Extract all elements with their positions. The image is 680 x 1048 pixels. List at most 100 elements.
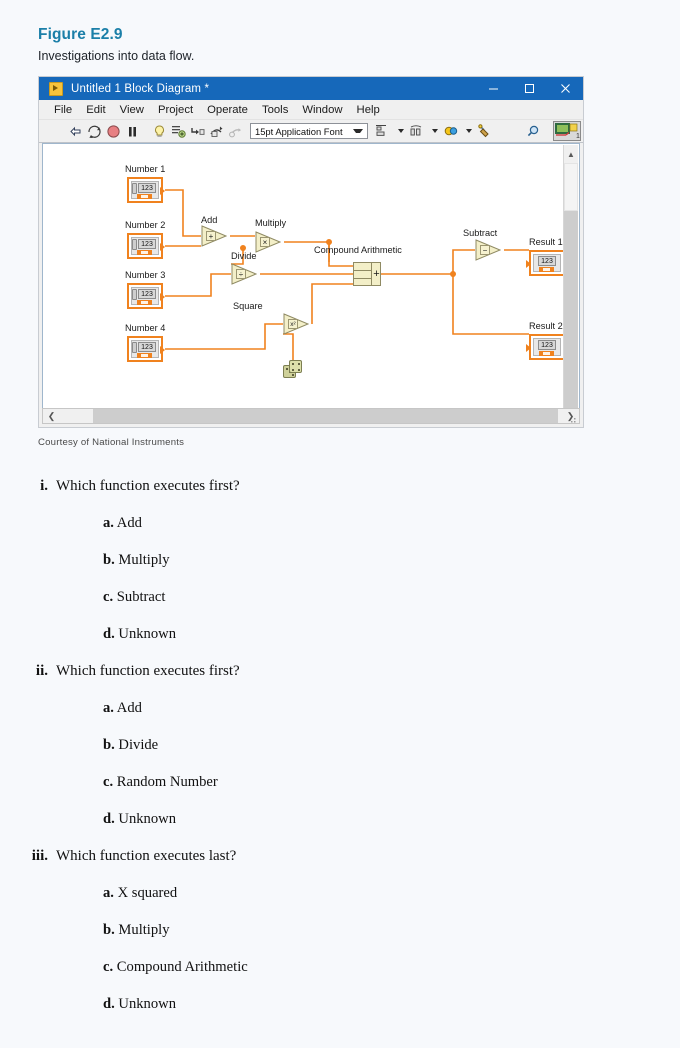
menu-item-edit[interactable]: Edit (86, 103, 106, 116)
align-objects-icon[interactable] (375, 123, 392, 140)
menu-item-operate[interactable]: Operate (207, 103, 248, 116)
option-item[interactable]: d. Unknown (0, 996, 680, 1013)
option-letter: d. (103, 626, 115, 642)
option-item[interactable]: c. Subtract (0, 589, 680, 606)
vertical-scroll-thumb[interactable] (564, 163, 578, 211)
indicator-label-result-1: Result 1 (529, 237, 563, 247)
block-diagram-canvas[interactable]: Number 1 123 Number 2 123 (42, 143, 580, 411)
scroll-up-icon[interactable]: ▲ (567, 149, 575, 159)
function-node-square[interactable]: x² (283, 313, 309, 335)
option-item[interactable]: d. Unknown (0, 626, 680, 643)
option-text: Random Number (116, 774, 218, 790)
option-item[interactable]: b. Multiply (0, 552, 680, 569)
vertical-scroll-track[interactable] (564, 211, 578, 409)
option-item[interactable]: d. Unknown (0, 811, 680, 828)
function-node-add[interactable]: + (201, 225, 227, 247)
menu-item-file[interactable]: File (54, 103, 73, 116)
numeric-control-number-2[interactable]: 123 (127, 233, 165, 259)
close-icon[interactable] (547, 77, 583, 100)
option-item[interactable]: b. Divide (0, 737, 680, 754)
numeric-value: 123 (138, 239, 156, 249)
run-continuously-icon[interactable] (86, 123, 103, 140)
chevron-down-icon[interactable] (432, 129, 438, 133)
option-text: Add (116, 700, 142, 716)
function-op-symbol: + (373, 268, 380, 280)
step-into-icon[interactable] (189, 123, 206, 140)
function-op-symbol: x² (288, 319, 298, 329)
numeric-indicator-result-2[interactable]: 123 (526, 334, 565, 360)
pause-icon[interactable] (124, 123, 141, 140)
option-item[interactable]: a. Add (0, 515, 680, 532)
distribute-objects-icon[interactable] (409, 123, 426, 140)
function-node-multiply[interactable]: × (255, 231, 281, 253)
option-text: Unknown (118, 996, 176, 1012)
menu-item-window[interactable]: Window (302, 103, 343, 116)
step-out-icon[interactable] (227, 123, 244, 140)
window-controls (475, 77, 583, 100)
chevron-down-icon[interactable] (466, 129, 472, 133)
function-node-subtract[interactable]: − (475, 239, 501, 261)
menu-bar: File Edit View Project Operate Tools Win… (39, 100, 583, 120)
option-item[interactable]: a. Add (0, 700, 680, 717)
option-text: Unknown (118, 811, 176, 827)
option-letter: b. (103, 552, 115, 568)
chevron-down-icon[interactable] (398, 129, 404, 133)
option-item[interactable]: c. Compound Arithmetic (0, 959, 680, 976)
function-label-square: Square (233, 301, 263, 311)
numeric-value: 123 (138, 342, 156, 352)
run-arrow-icon[interactable] (67, 123, 84, 140)
question-text: Which function executes first? (56, 663, 240, 679)
wire-layer (165, 189, 529, 370)
horizontal-scroll-thumb[interactable] (93, 409, 558, 423)
retain-wire-values-icon[interactable] (170, 123, 187, 140)
vi-icon-thumbnail[interactable]: 1 (553, 121, 581, 141)
resize-grip-icon[interactable] (567, 411, 577, 423)
font-selector[interactable]: 15pt Application Font (250, 123, 368, 139)
question-text: Which function executes first? (56, 478, 240, 494)
function-op-symbol: − (480, 245, 490, 255)
minimize-icon[interactable] (475, 77, 511, 100)
menu-item-help[interactable]: Help (356, 103, 380, 116)
menu-item-tools[interactable]: Tools (261, 103, 289, 116)
maximize-icon[interactable] (511, 77, 547, 100)
vertical-scrollbar[interactable]: ▲ (563, 145, 578, 409)
numeric-control-number-3[interactable]: 123 (127, 283, 165, 309)
random-number-dice-icon[interactable] (283, 360, 303, 380)
option-item[interactable]: a. X squared (0, 885, 680, 902)
scroll-left-icon[interactable]: ❮ (47, 410, 56, 421)
option-text: Compound Arithmetic (116, 959, 248, 975)
control-label-number-3: Number 3 (125, 270, 166, 280)
scroll-right-icon[interactable]: ❯ (566, 410, 575, 421)
resize-objects-icon[interactable] (443, 123, 460, 140)
function-node-divide[interactable]: ÷ (231, 263, 257, 285)
highlight-execution-icon[interactable] (151, 123, 168, 140)
option-text: Subtract (116, 589, 166, 605)
option-item[interactable]: b. Multiply (0, 922, 680, 939)
option-item[interactable]: c. Random Number (0, 774, 680, 791)
question-heading: i. Which function executes first? (0, 478, 680, 495)
menu-item-project[interactable]: Project (157, 103, 194, 116)
question-text: Which function executes last? (56, 848, 237, 864)
function-label-compound-arithmetic: Compound Arithmetic (314, 245, 402, 255)
numeric-control-number-1[interactable]: 123 (127, 177, 165, 203)
question-number: iii. (31, 848, 48, 864)
numeric-indicator-result-1[interactable]: 123 (526, 250, 565, 276)
search-icon[interactable] (525, 123, 542, 140)
option-list: a. Add b. Divide c. Random Number d. Unk… (0, 700, 680, 828)
block-diagram: Number 1 123 Number 2 123 (43, 144, 565, 394)
menu-item-view[interactable]: View (119, 103, 144, 116)
option-text: Multiply (118, 552, 170, 568)
clean-up-diagram-icon[interactable] (477, 123, 494, 140)
function-label-subtract: Subtract (463, 228, 498, 238)
horizontal-scrollbar[interactable]: ❮ ❯ (42, 408, 580, 424)
window-titlebar: Untitled 1 Block Diagram * (39, 77, 583, 100)
function-label-divide: Divide (231, 251, 257, 261)
horizontal-scroll-track[interactable] (60, 409, 562, 423)
abort-execution-icon[interactable] (105, 123, 122, 140)
numeric-control-number-4[interactable]: 123 (127, 336, 165, 362)
numeric-value: 123 (138, 289, 156, 299)
step-over-icon[interactable] (208, 123, 225, 140)
function-op-symbol: + (206, 231, 216, 241)
function-node-compound-arithmetic[interactable]: + (353, 262, 381, 286)
